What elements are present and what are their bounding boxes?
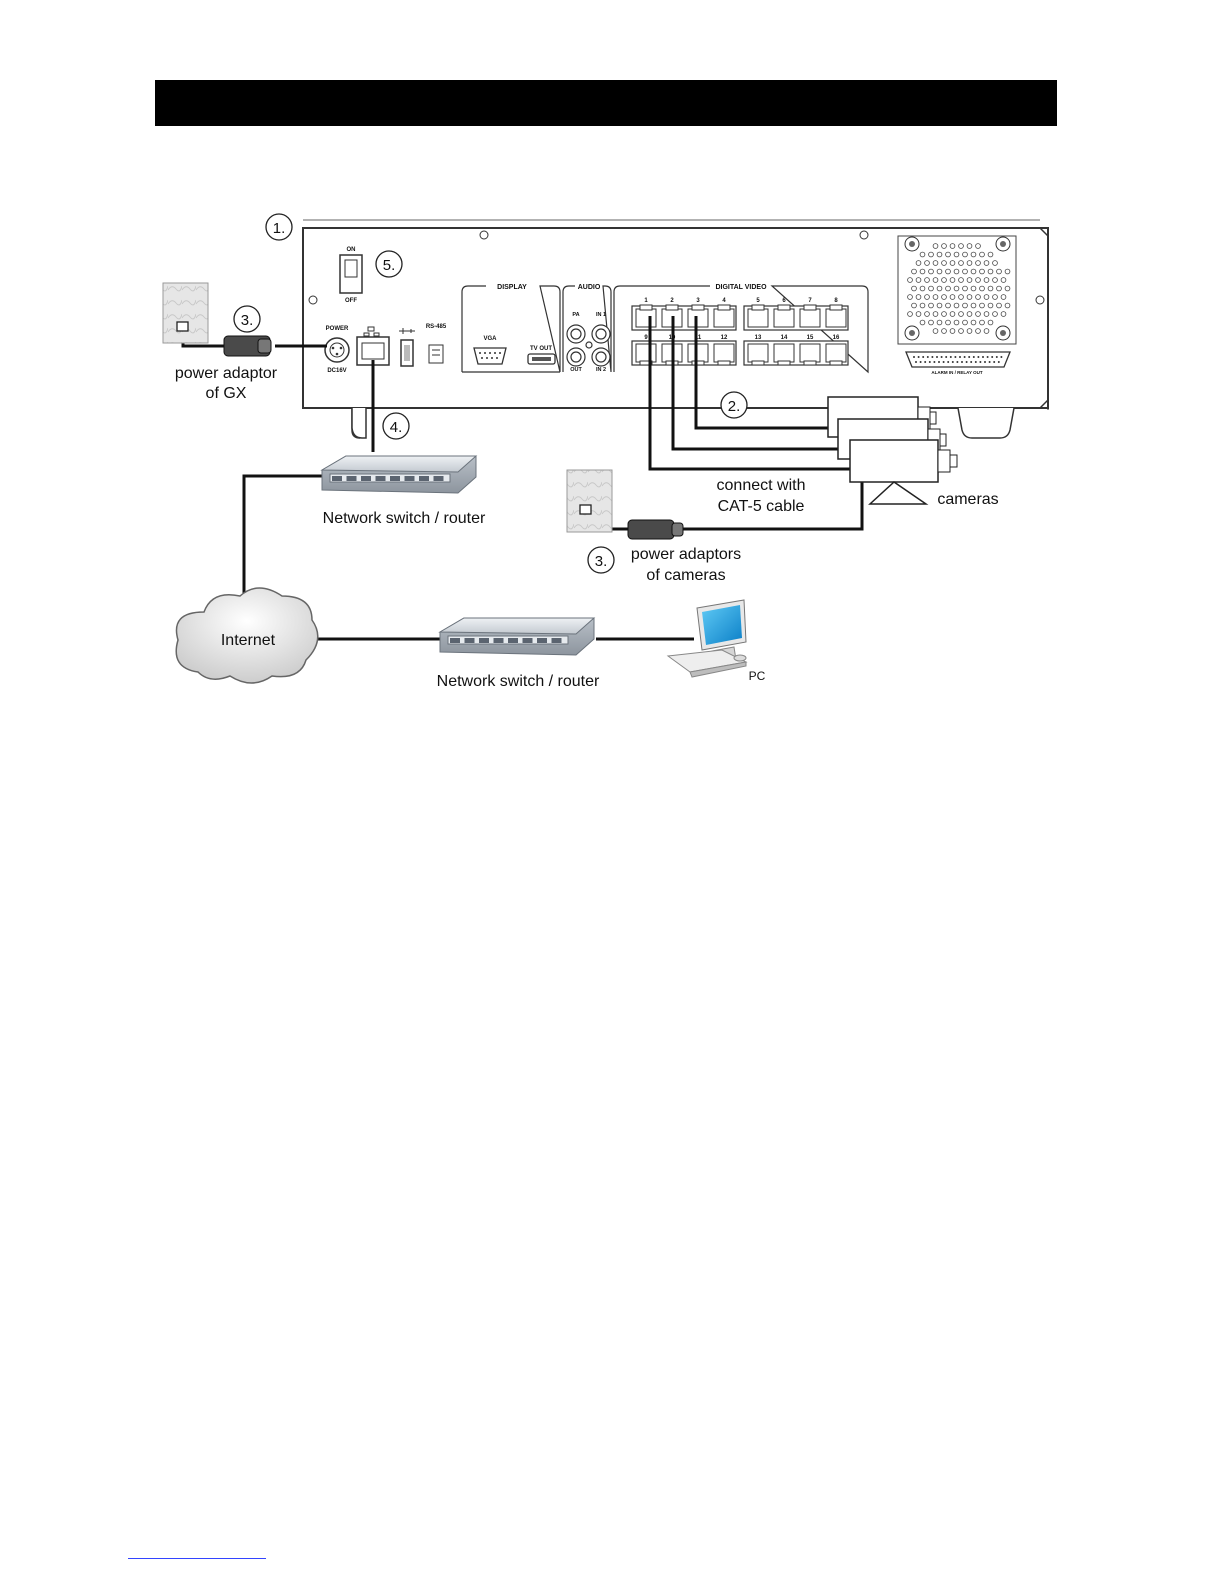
svg-text:2.: 2. xyxy=(728,398,741,415)
video-port-label-13: 13 xyxy=(755,335,762,341)
svg-text:4.: 4. xyxy=(390,419,403,436)
fan-grille xyxy=(898,236,1016,344)
power-label: POWER xyxy=(326,326,349,332)
video-port-label-14: 14 xyxy=(781,335,788,341)
step-3-gx: 3. xyxy=(234,306,260,332)
off-label: OFF xyxy=(345,298,357,304)
power-adaptor-gx-label-2: of GX xyxy=(206,385,247,402)
video-port-label-15: 15 xyxy=(807,335,814,341)
network-switch-bottom xyxy=(440,618,594,655)
step-2: 2. xyxy=(721,392,747,418)
step-5: 5. xyxy=(376,251,402,277)
svg-text:3.: 3. xyxy=(241,312,254,329)
video-port-label-16: 16 xyxy=(833,335,840,341)
step-4: 4. xyxy=(383,413,409,439)
digital-video-label: DIGITAL VIDEO xyxy=(715,284,767,291)
network-switch-top xyxy=(322,456,476,493)
vga-label: VGA xyxy=(483,336,497,342)
in2-label: IN 2 xyxy=(596,367,606,373)
cameras-label: cameras xyxy=(937,491,998,508)
footnote-rule xyxy=(128,1558,266,1559)
svg-text:5.: 5. xyxy=(383,257,396,274)
display-label: DISPLAY xyxy=(497,284,527,291)
rs485-terminal xyxy=(429,345,443,363)
cameras-group xyxy=(828,397,957,504)
pa-label: PA xyxy=(572,312,579,318)
switch-top-label: Network switch / router xyxy=(323,510,486,527)
in1-label: IN 1 xyxy=(596,312,606,318)
out-label: OUT xyxy=(570,367,582,373)
power-adaptor-gx-label-1: power adaptor xyxy=(175,365,278,382)
step-3-cameras: 3. xyxy=(588,547,614,573)
tvout-label: TV OUT xyxy=(530,346,552,352)
power-adaptor-gx xyxy=(224,336,271,356)
step-1: 1. xyxy=(266,214,292,240)
audio-label: AUDIO xyxy=(578,284,601,291)
cam-adaptors-label-1: power adaptors xyxy=(631,546,741,563)
wall-outlet-cameras xyxy=(567,470,612,532)
connect-label-1: connect with xyxy=(717,477,806,494)
rs485-label: RS-485 xyxy=(426,324,447,330)
alarm-label: ALARM IN / RELAY OUT xyxy=(931,370,983,375)
video-port-label-12: 12 xyxy=(721,335,728,341)
alarm-connector xyxy=(906,352,1010,367)
internet-label: Internet xyxy=(221,632,276,649)
svg-text:1.: 1. xyxy=(273,220,286,237)
dvr-rear-panel: ON OFF POWER DC16V RS-485 DISPLAY VGA xyxy=(303,220,1048,438)
connect-label-2: CAT-5 cable xyxy=(718,498,805,515)
switch-bottom-label: Network switch / router xyxy=(437,673,600,690)
svg-text:3.: 3. xyxy=(595,553,608,570)
pc-label: PC xyxy=(749,669,766,683)
power-adaptor-cameras xyxy=(628,520,683,539)
cam-adaptors-label-2: of cameras xyxy=(646,567,725,584)
wall-outlet-gx xyxy=(163,283,208,343)
vga-port xyxy=(474,348,506,364)
dc-label: DC16V xyxy=(327,368,346,374)
on-label: ON xyxy=(347,247,356,253)
